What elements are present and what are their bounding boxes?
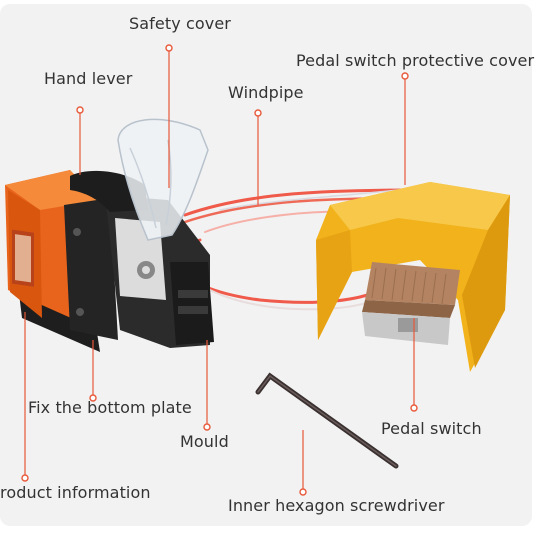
label-hex-screwdriver: Inner hexagon screwdriver — [228, 496, 445, 515]
leader-lines — [21, 44, 418, 496]
pedal-switch — [316, 182, 510, 372]
crimping-machine — [5, 118, 214, 352]
label-windpipe: Windpipe — [228, 83, 304, 102]
label-pedal-switch: Pedal switch — [381, 419, 482, 438]
label-pedal-cover: Pedal switch protective cover — [296, 51, 535, 70]
hex-key — [255, 372, 399, 469]
label-mould: Mould — [180, 432, 229, 451]
label-product-information: roduct information — [0, 483, 151, 502]
label-hand-lever: Hand lever — [44, 69, 133, 88]
label-fix-bottom-plate: Fix the bottom plate — [28, 398, 192, 417]
label-safety-cover: Safety cover — [129, 14, 231, 33]
